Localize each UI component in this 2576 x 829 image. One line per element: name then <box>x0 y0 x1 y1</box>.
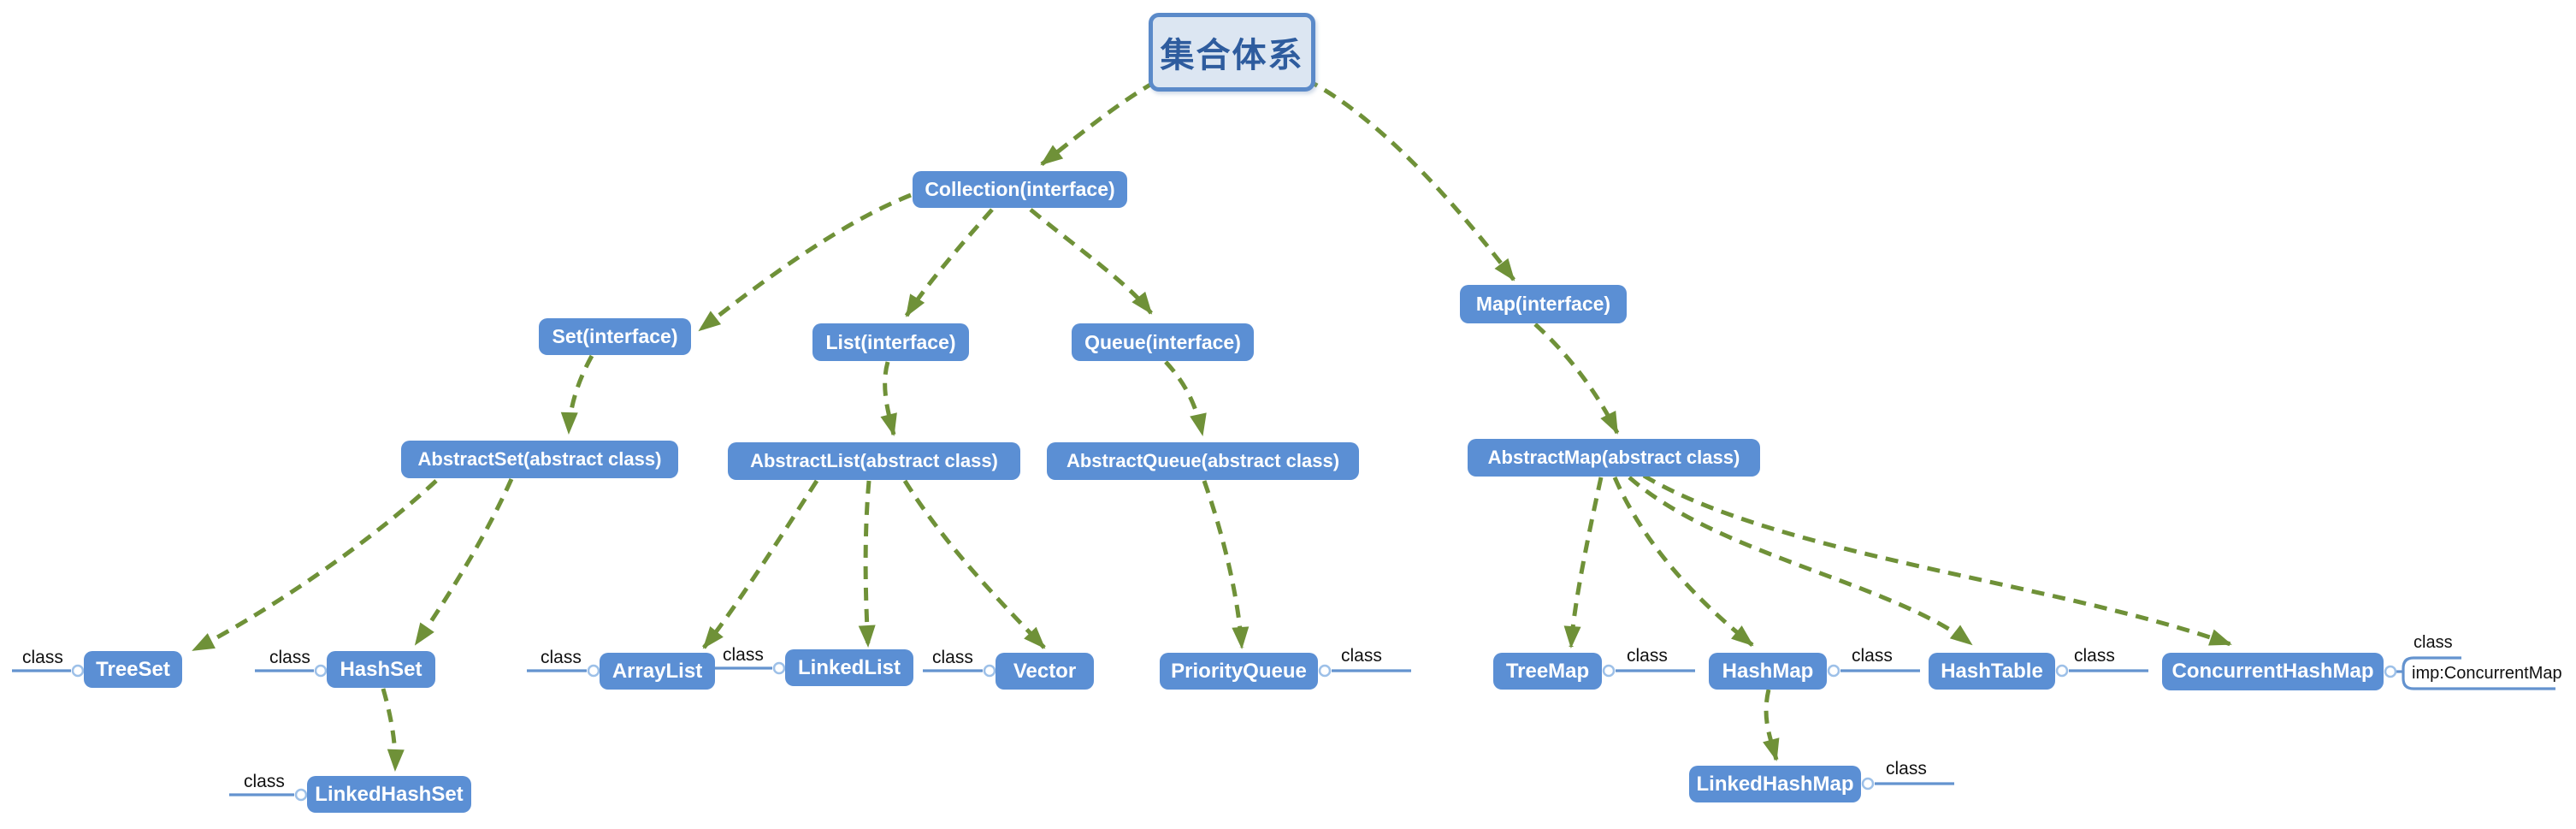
node-queue[interactable]: Queue(interface) <box>1072 323 1254 361</box>
node-treeset[interactable]: TreeSet <box>84 651 182 688</box>
connector-abstractmap-hashtable <box>1628 476 1973 646</box>
callout-anchor-hashmap <box>1827 664 1840 678</box>
label-class-treeset[interactable]: class <box>22 648 63 667</box>
label-class-arraylist[interactable]: class <box>541 648 582 667</box>
callout-anchor-linkedhashmap <box>1861 777 1875 791</box>
label-class-priorityqueue[interactable]: class <box>1341 646 1382 666</box>
label-class-hashtable[interactable]: class <box>2074 646 2115 666</box>
node-list[interactable]: List(interface) <box>812 323 969 361</box>
node-abstractmap[interactable]: AbstractMap(abstract class) <box>1468 439 1760 477</box>
node-treemap[interactable]: TreeMap <box>1493 653 1602 690</box>
node-linkedlist[interactable]: LinkedList <box>785 649 913 686</box>
connector-abstractset-hashset <box>413 477 514 646</box>
callout-anchor-concurrenthashmap <box>2384 665 2397 678</box>
node-abstractset[interactable]: AbstractSet(abstract class) <box>401 441 678 478</box>
connector-abstractlist-arraylist <box>702 479 819 649</box>
connector-list-abstractlist <box>880 361 897 436</box>
callout-anchor-priorityqueue <box>1318 664 1332 678</box>
node-collection[interactable]: Collection(interface) <box>913 171 1127 208</box>
callout-anchor-treeset <box>71 664 85 678</box>
node-abstractqueue[interactable]: AbstractQueue(abstract class) <box>1047 442 1359 480</box>
node-hashtable[interactable]: HashTable <box>1929 653 2055 690</box>
callout-anchor-hashset <box>314 664 328 678</box>
node-linkedhashmap[interactable]: LinkedHashMap <box>1689 766 1861 802</box>
node-hashmap[interactable]: HashMap <box>1709 653 1827 690</box>
label-class-vector[interactable]: class <box>932 648 973 667</box>
label-class-hashset[interactable]: class <box>269 648 310 667</box>
node-arraylist[interactable]: ArrayList <box>600 653 715 690</box>
label-class-hashmap[interactable]: class <box>1852 646 1893 666</box>
callout-anchor-linkedhashset <box>294 788 308 802</box>
label-class-treemap[interactable]: class <box>1627 646 1668 666</box>
callout-anchor-linkedlist <box>772 661 786 675</box>
node-map[interactable]: Map(interface) <box>1460 285 1627 323</box>
connector-root-collection <box>1040 80 1156 166</box>
node-linkedhashset[interactable]: LinkedHashSet <box>307 776 471 813</box>
connector-hashmap-linkedhashmap <box>1763 689 1780 761</box>
connector-abstractmap-hashmap <box>1612 477 1754 647</box>
connector-abstractmap-concurrenthashmap <box>1642 473 2232 647</box>
connector-abstractset-treeset <box>192 479 438 653</box>
node-concurrenthashmap[interactable]: ConcurrentHashMap <box>2162 653 2384 690</box>
node-vector[interactable]: Vector <box>996 653 1094 690</box>
callout-bracket-concurrenthashmap <box>2402 656 2555 690</box>
connector-queue-abstractqueue <box>1164 360 1207 436</box>
node-priorityqueue[interactable]: PriorityQueue <box>1160 653 1318 690</box>
connector-abstractlist-vector <box>902 479 1046 649</box>
label-class-linkedlist[interactable]: class <box>723 645 764 665</box>
label-class-linkedhashmap[interactable]: class <box>1886 759 1927 779</box>
label-class-linkedhashset[interactable]: class <box>244 772 285 791</box>
callout-anchor-vector <box>983 664 996 678</box>
callout-anchor-arraylist <box>587 664 600 678</box>
connector-abstractqueue-priorityqueue <box>1202 480 1250 649</box>
connector-collection-queue <box>1029 208 1153 315</box>
callout-anchor-treemap <box>1602 664 1616 678</box>
node-abstractlist[interactable]: AbstractList(abstract class) <box>728 442 1020 480</box>
connector-map-abstractmap <box>1533 323 1620 435</box>
connector-root-map <box>1304 77 1515 281</box>
node-set[interactable]: Set(interface) <box>539 318 691 355</box>
connector-abstractlist-linkedlist <box>858 480 876 648</box>
label-imp-concurrenthashmap[interactable]: imp:ConcurrentMap <box>2412 664 2562 683</box>
connector-set-abstractset <box>560 354 594 435</box>
label-class-concurrenthashmap[interactable]: class <box>2414 633 2453 652</box>
connector-hashset-linkedhashset <box>381 688 405 772</box>
connector-abstractmap-treemap <box>1563 477 1604 648</box>
node-hashset[interactable]: HashSet <box>327 651 435 688</box>
node-root[interactable]: 集合体系 <box>1149 13 1315 92</box>
connector-collection-set <box>698 192 912 332</box>
callout-anchor-hashtable <box>2055 664 2069 678</box>
connector-collection-list <box>904 208 994 317</box>
